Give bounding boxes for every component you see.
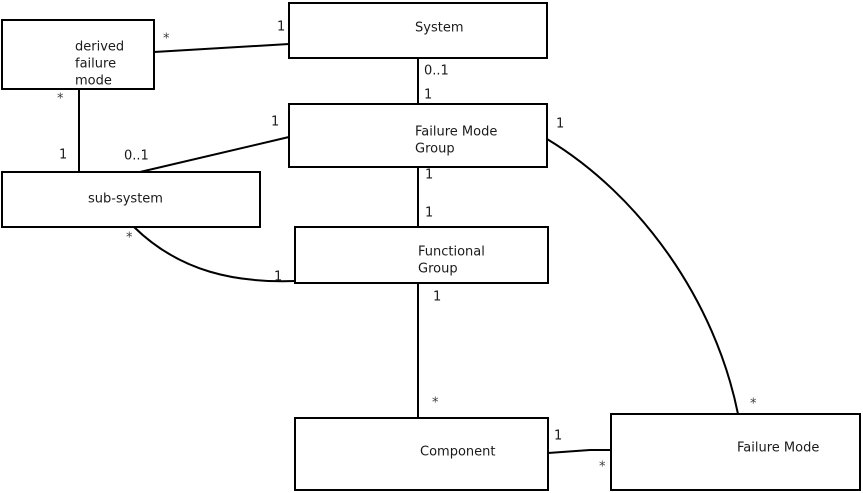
- class-box-rect-derived-failure-mode[interactable]: [1, 19, 155, 90]
- multiplicity-failure-mode-to-component: *: [599, 460, 606, 475]
- association-sub-system-failure-mode-group[interactable]: [139, 136, 290, 173]
- multiplicity-failure-mode-group-to-failure-mode: 1: [556, 117, 564, 132]
- class-box-sub-system[interactable]: sub-system: [1, 171, 261, 228]
- multiplicity-functional-group-to-sub-system: 1: [274, 270, 282, 285]
- class-box-failure-mode[interactable]: Failure Mode: [610, 413, 861, 491]
- multiplicity-derived-failure-mode-to-system: *: [163, 32, 170, 47]
- class-label-failure-mode: Failure Mode: [737, 441, 819, 456]
- multiplicity-system-to-failure-mode-group: 0..1: [424, 64, 449, 79]
- class-box-rect-sub-system[interactable]: [1, 171, 261, 228]
- multiplicity-component-to-failure-mode: 1: [554, 429, 562, 444]
- association-derived-failure-mode-system[interactable]: [153, 43, 290, 53]
- class-label-component: Component: [420, 445, 495, 460]
- association-failure-mode-group-failure-mode[interactable]: [546, 138, 739, 415]
- class-box-rect-system[interactable]: [288, 2, 548, 59]
- multiplicity-functional-group-to-failure-mode-group: 1: [425, 206, 433, 221]
- multiplicity-failure-mode-group-to-functional-group: 1: [425, 168, 433, 183]
- class-label-sub-system: sub-system: [88, 192, 163, 207]
- class-box-component[interactable]: Component: [294, 417, 549, 491]
- class-label-derived-failure-mode-line1: derived: [75, 40, 124, 55]
- multiplicity-sub-system-to-derived-failure-mode: 1: [59, 148, 67, 163]
- multiplicity-functional-group-to-component: 1: [433, 290, 441, 305]
- association-component-failure-mode[interactable]: [547, 449, 611, 454]
- multiplicity-sub-system-to-functional-group: *: [126, 231, 133, 246]
- class-box-failure-mode-group[interactable]: Failure Mode Group: [288, 103, 548, 168]
- multiplicity-failure-mode-group-to-system: 1: [424, 88, 432, 103]
- class-label-functional-group-line1: Functional: [418, 245, 485, 260]
- class-label-failure-mode-group-line1: Failure Mode: [415, 125, 497, 140]
- multiplicity-system-to-derived-failure-mode: 1: [277, 20, 285, 35]
- class-label-failure-mode-group-line2: Group: [415, 142, 455, 157]
- class-label-derived-failure-mode-line2: failure: [75, 57, 116, 72]
- multiplicity-failure-mode-group-to-sub-system: 1: [271, 115, 279, 130]
- class-label-functional-group-line2: Group: [418, 262, 458, 277]
- class-box-rect-component[interactable]: [294, 417, 549, 491]
- association-sub-system-functional-group[interactable]: [133, 226, 296, 283]
- class-box-rect-failure-mode-group[interactable]: [288, 103, 548, 168]
- class-box-rect-failure-mode[interactable]: [610, 413, 861, 491]
- class-label-derived-failure-mode-line3: mode: [75, 74, 112, 89]
- class-box-system[interactable]: System: [288, 2, 548, 59]
- multiplicity-derived-failure-mode-to-sub-system: *: [57, 92, 64, 107]
- class-label-system: System: [415, 21, 463, 36]
- multiplicity-failure-mode-to-failure-mode-group: *: [750, 397, 757, 412]
- multiplicity-sub-system-to-failure-mode-group: 0..1: [124, 149, 149, 164]
- class-box-rect-functional-group[interactable]: [294, 226, 549, 284]
- class-box-derived-failure-mode[interactable]: derived failure mode: [1, 19, 155, 90]
- class-box-functional-group[interactable]: Functional Group: [294, 226, 549, 284]
- multiplicity-component-to-functional-group: *: [432, 396, 439, 411]
